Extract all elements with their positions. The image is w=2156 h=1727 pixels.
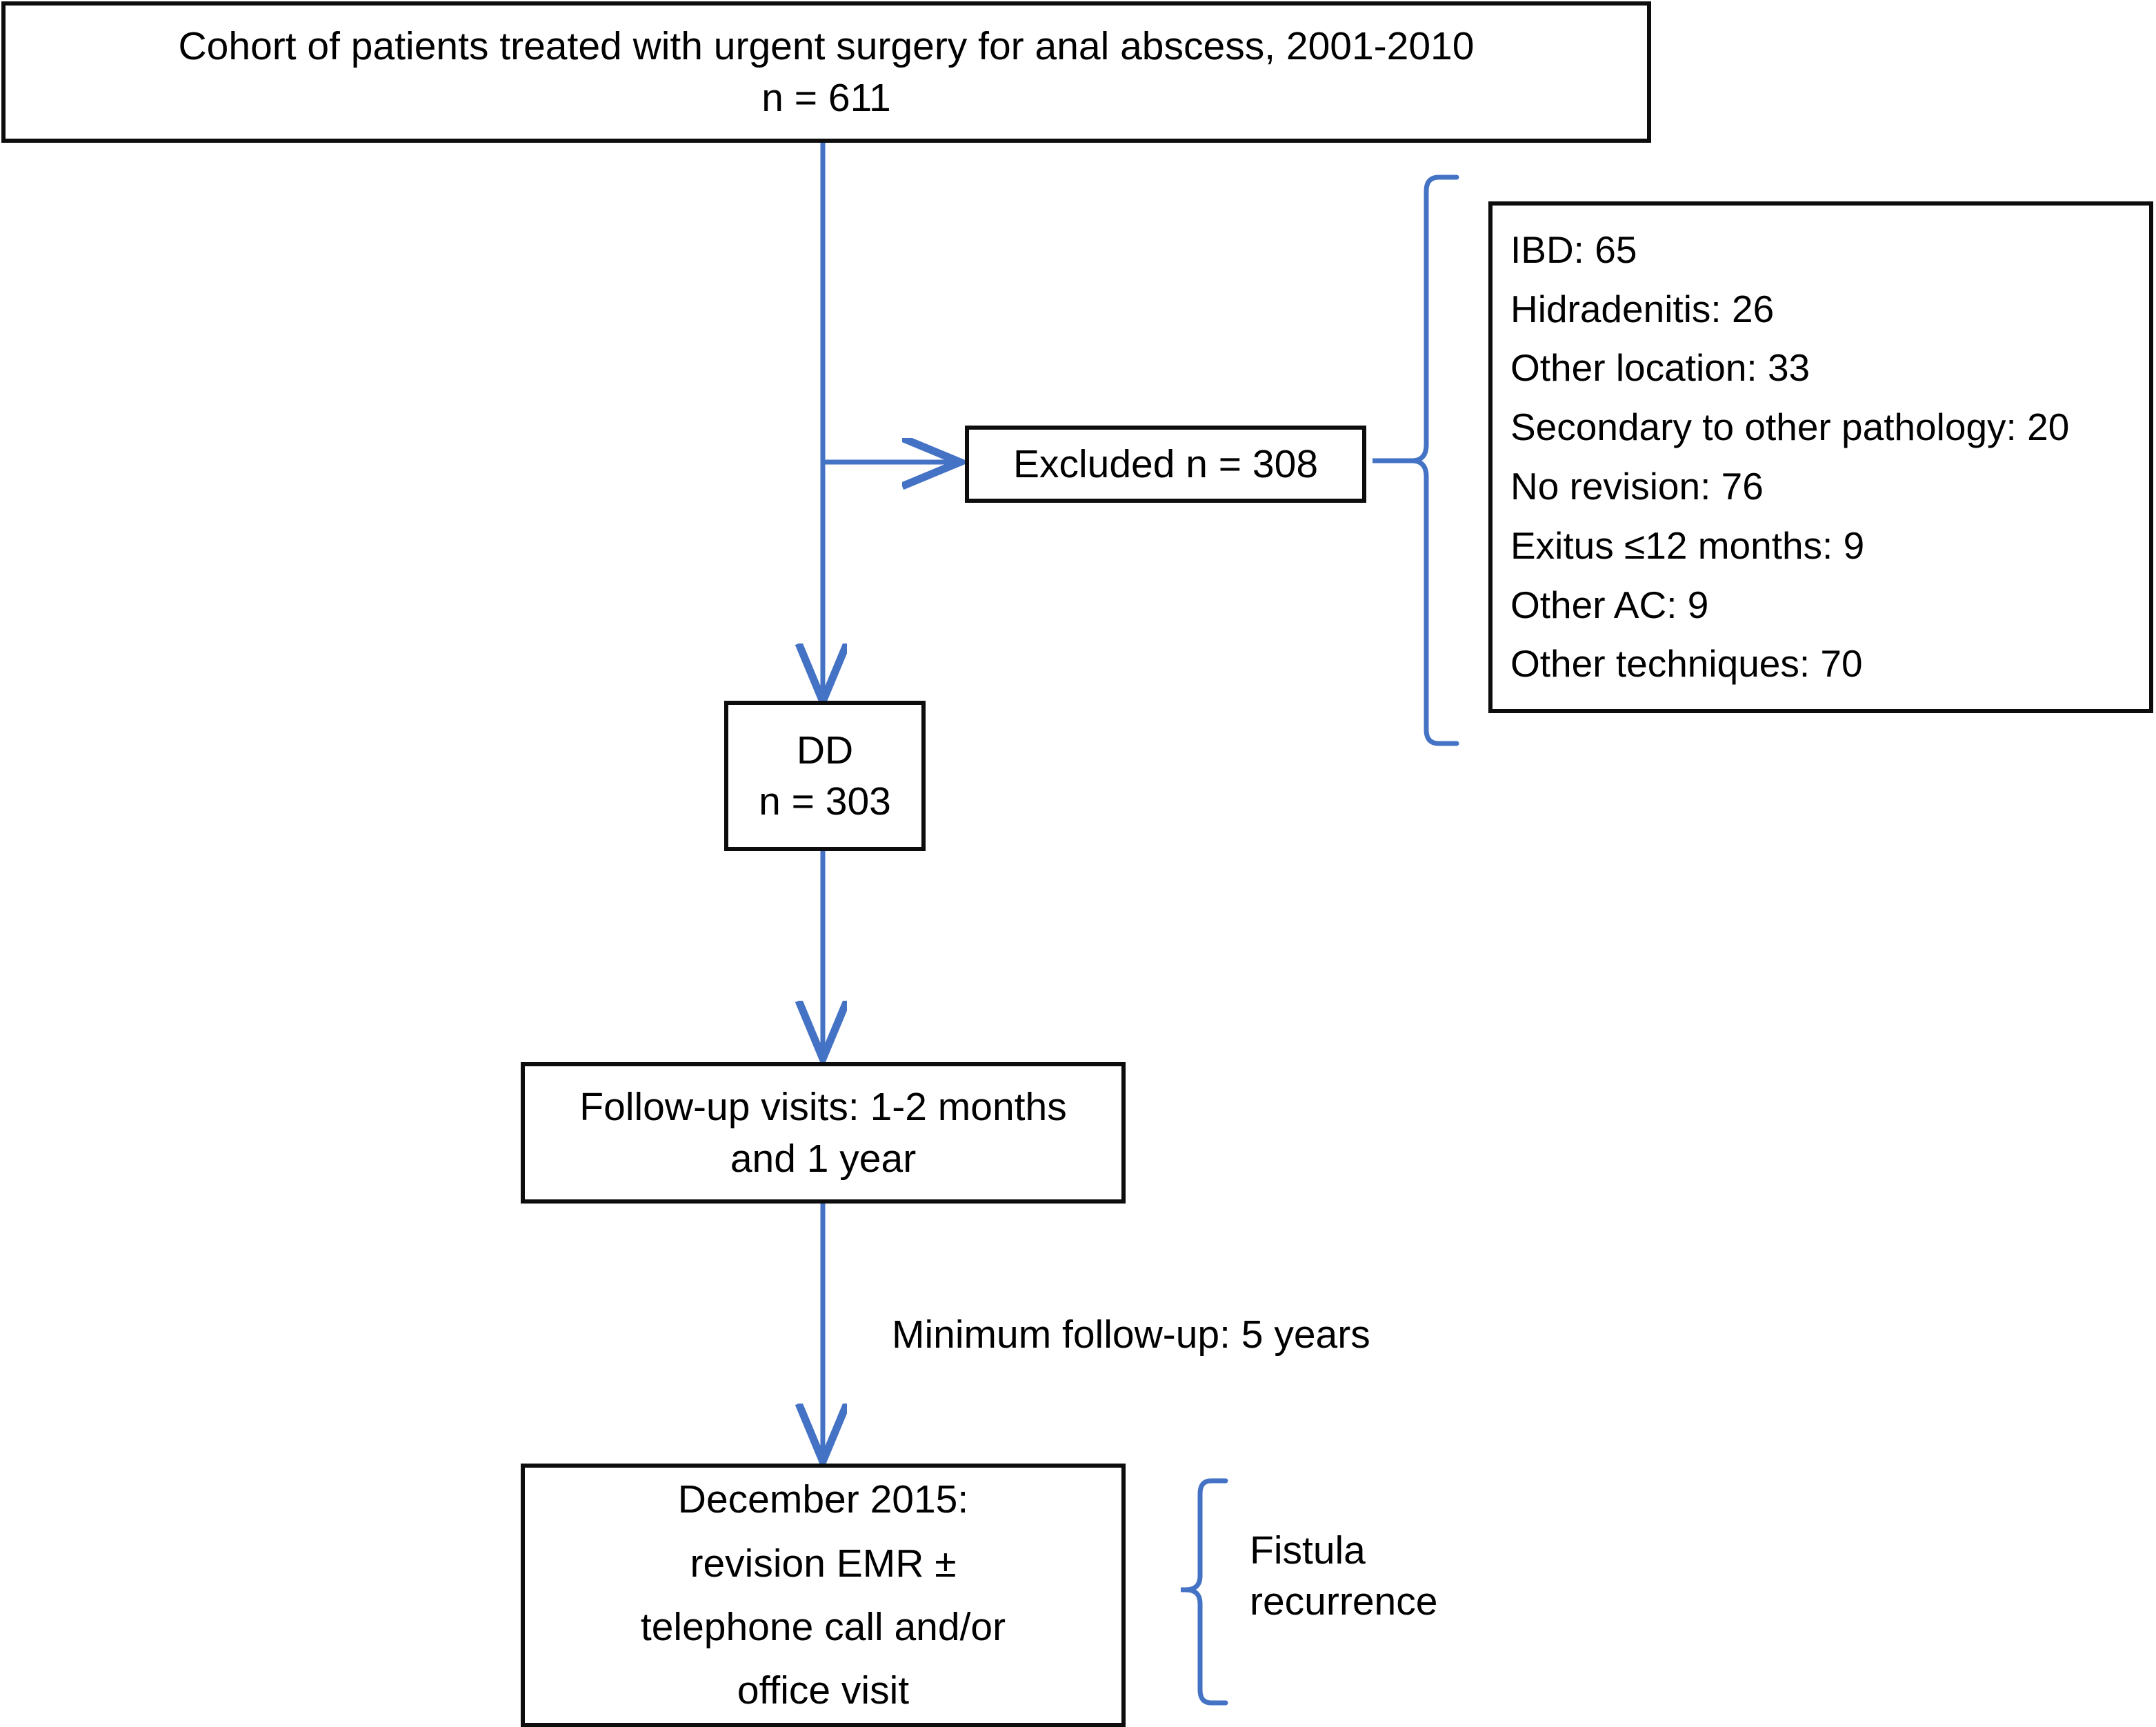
node-dd: DD n = 303	[724, 701, 926, 851]
node-dd-line1: DD	[796, 728, 854, 772]
brace-fistula-recurrence	[1183, 1478, 1228, 1706]
node-dd-line2: n = 303	[759, 779, 891, 823]
node-cohort: Cohort of patients treated with urgent s…	[1, 1, 1651, 143]
node-followup-line1: Follow-up visits: 1-2 months	[579, 1085, 1067, 1130]
node-december-assessment: December 2015: revision EMR ± telephone …	[521, 1464, 1126, 1727]
node-excluded: Excluded n = 308	[965, 426, 1366, 503]
node-december-line2: revision EMR ±	[690, 1541, 957, 1586]
node-followup-visits: Follow-up visits: 1-2 months and 1 year	[521, 1062, 1126, 1204]
exclusion-item-hidradenitis: Hidradenitis: 26	[1510, 287, 1775, 330]
node-cohort-line1: Cohort of patients treated with urgent s…	[178, 24, 1475, 69]
brace-exclusion-list	[1409, 174, 1459, 746]
node-december-line1: December 2015:	[677, 1477, 969, 1522]
exclusion-item-other-techniques: Other techniques: 70	[1510, 642, 1863, 686]
label-fistula-recurrence: Fistula recurrence	[1250, 1525, 1437, 1627]
exclusion-item-secondary-pathology: Secondary to other pathology: 20	[1510, 406, 2070, 449]
label-fistula-line2: recurrence	[1250, 1579, 1438, 1624]
exclusion-item-other-location: Other location: 33	[1510, 346, 1810, 390]
node-exclusion-list: IBD: 65 Hidradenitis: 26 Other location:…	[1488, 201, 2153, 713]
node-december-line3: telephone call and/or	[640, 1605, 1006, 1649]
node-cohort-line2: n = 611	[761, 75, 891, 120]
node-followup-line2: and 1 year	[730, 1136, 917, 1181]
node-excluded-label: Excluded n = 308	[1012, 441, 1319, 486]
label-fistula-line1: Fistula	[1250, 1528, 1366, 1573]
exclusion-item-other-ac: Other AC: 9	[1510, 583, 1709, 626]
exclusion-item-ibd: IBD: 65	[1510, 228, 1637, 271]
label-minimum-followup: Minimum follow-up: 5 years	[892, 1312, 1370, 1357]
node-december-line4: office visit	[737, 1668, 910, 1713]
exclusion-item-exitus: Exitus ≤12 months: 9	[1510, 523, 1865, 567]
exclusion-item-no-revision: No revision: 76	[1510, 465, 1764, 508]
